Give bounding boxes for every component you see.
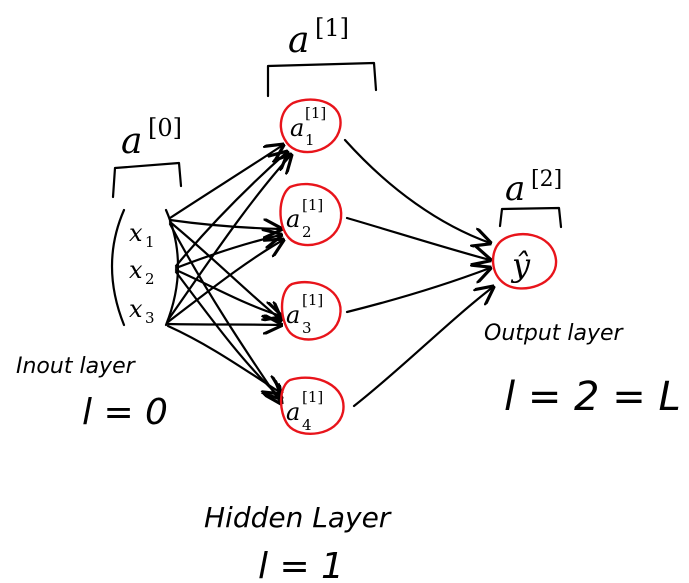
hidden-output-connections bbox=[343, 138, 493, 408]
svg-text:2: 2 bbox=[145, 270, 155, 288]
svg-text:[1]: [1] bbox=[305, 104, 326, 122]
edge-x1-h1 bbox=[168, 145, 283, 220]
hidden-layer-caption: Hidden Layer l = 1 bbox=[204, 501, 392, 583]
svg-text:a: a bbox=[505, 169, 525, 209]
input-x3: x 3 bbox=[129, 295, 155, 327]
edge-h1-out bbox=[343, 138, 490, 243]
edge-x3-h3 bbox=[166, 324, 281, 325]
svg-text:[1]: [1] bbox=[302, 291, 323, 309]
hidden-bracket bbox=[266, 61, 378, 98]
edge-h2-out bbox=[345, 216, 490, 260]
edge-h4-out bbox=[352, 287, 493, 408]
svg-text:[1]: [1] bbox=[302, 196, 323, 214]
svg-text:[2]: [2] bbox=[531, 167, 562, 192]
output-layer-caption: Output layer l = 2 = L bbox=[484, 321, 681, 420]
input-x2: x 2 bbox=[129, 256, 155, 288]
svg-text:3: 3 bbox=[145, 309, 155, 327]
node-circle bbox=[279, 98, 342, 154]
svg-text:a: a bbox=[290, 114, 304, 142]
svg-text:x: x bbox=[129, 256, 143, 284]
svg-text:2: 2 bbox=[302, 223, 312, 241]
svg-text:a: a bbox=[286, 301, 300, 329]
svg-text:4: 4 bbox=[302, 416, 312, 434]
svg-text:a: a bbox=[121, 121, 142, 162]
edge-h3-out bbox=[345, 268, 490, 314]
hidden-node-2: a [1] 2 bbox=[279, 182, 343, 247]
input-hidden-connections bbox=[166, 145, 291, 403]
node-circle bbox=[279, 182, 343, 247]
output-node: ŷ bbox=[491, 233, 558, 290]
input-bracket bbox=[111, 161, 183, 199]
svg-text:a: a bbox=[288, 20, 309, 61]
output-activation-label: a [2] bbox=[498, 167, 563, 229]
svg-text:l = 0: l = 0 bbox=[82, 392, 168, 433]
edge-x3-h1 bbox=[166, 155, 291, 322]
svg-text:ŷ: ŷ bbox=[510, 246, 531, 284]
svg-text:1: 1 bbox=[305, 131, 315, 149]
svg-text:x: x bbox=[129, 219, 143, 247]
svg-text:3: 3 bbox=[302, 319, 312, 337]
input-layer-caption: Inout layer l = 0 bbox=[16, 354, 168, 433]
edge-x3-h4 bbox=[166, 324, 281, 393]
node-circle bbox=[491, 233, 558, 290]
hidden-node-4: a [1] 4 bbox=[279, 376, 345, 436]
svg-text:a: a bbox=[286, 398, 300, 426]
edge-x3-h2 bbox=[166, 240, 283, 324]
svg-text:[0]: [0] bbox=[148, 114, 182, 142]
svg-text:[1]: [1] bbox=[315, 14, 349, 42]
input-activation-label: a [0] bbox=[111, 114, 183, 199]
input-vector: x 1 x 2 x 3 bbox=[110, 208, 180, 327]
svg-text:Output layer: Output layer bbox=[484, 321, 625, 346]
hidden-activation-label: a [1] bbox=[266, 14, 378, 98]
svg-text:x: x bbox=[129, 295, 143, 323]
svg-text:1: 1 bbox=[145, 233, 155, 251]
output-bracket bbox=[498, 206, 563, 229]
node-circle bbox=[279, 376, 345, 436]
hidden-node-1: a [1] 1 bbox=[279, 98, 342, 154]
svg-text:l = 1: l = 1 bbox=[258, 546, 344, 583]
svg-text:Inout layer: Inout layer bbox=[16, 354, 137, 379]
input-x1: x 1 bbox=[129, 219, 155, 251]
svg-text:l = 2 = L: l = 2 = L bbox=[504, 374, 681, 420]
svg-text:Hidden Layer: Hidden Layer bbox=[204, 501, 392, 534]
hidden-node-3: a [1] 3 bbox=[280, 280, 342, 341]
left-paren bbox=[110, 208, 126, 327]
svg-text:a: a bbox=[286, 205, 300, 233]
node-circle bbox=[280, 280, 342, 341]
edge-x1-h2 bbox=[168, 220, 281, 229]
edge-x2-h3 bbox=[174, 268, 281, 316]
svg-text:[1]: [1] bbox=[302, 388, 323, 406]
